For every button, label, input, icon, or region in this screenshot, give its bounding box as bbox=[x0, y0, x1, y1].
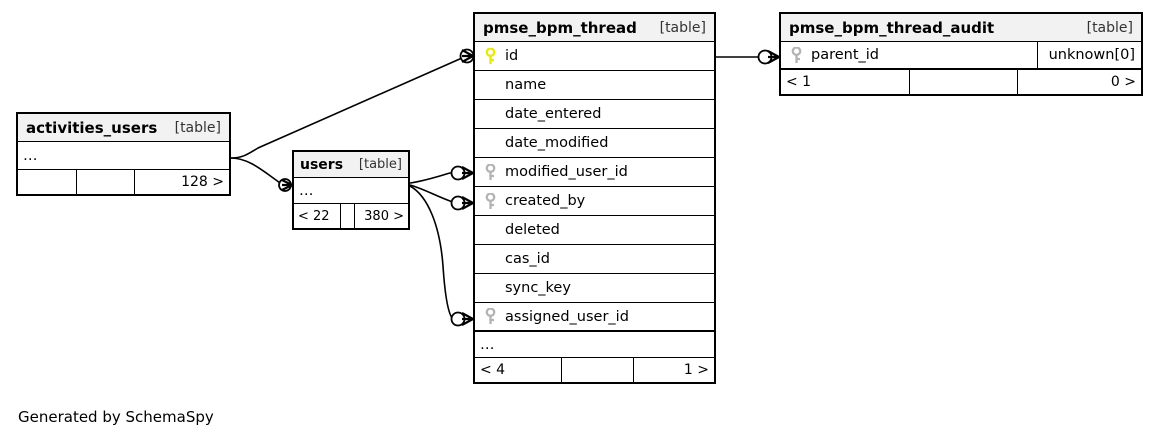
edge-crowfoot bbox=[767, 50, 780, 64]
generated-by-caption: Generated by SchemaSpy bbox=[18, 408, 214, 426]
footer-incoming-count: < 22 bbox=[298, 208, 330, 224]
edge-activities_users-to-users bbox=[230, 157, 281, 184]
table-footer: < 1 0 > bbox=[781, 70, 1141, 94]
edge-endpoint-circle bbox=[450, 195, 466, 211]
footer-middle bbox=[909, 70, 1017, 94]
edge-crowfoot bbox=[281, 179, 293, 191]
column-name: sync_key bbox=[505, 280, 571, 296]
edge-endpoint-circle bbox=[278, 178, 292, 192]
column-row-created_by[interactable]: created_by bbox=[475, 187, 714, 216]
column-row-assigned_user_id[interactable]: assigned_user_id bbox=[475, 303, 714, 332]
more-columns-indicator: … bbox=[294, 178, 408, 204]
footer-outgoing-count: 380 > bbox=[354, 204, 408, 228]
column-name: assigned_user_id bbox=[505, 308, 629, 325]
more-columns-indicator: … bbox=[475, 332, 714, 358]
footer-incoming-count: < 1 bbox=[786, 74, 812, 90]
footer-middle bbox=[340, 204, 354, 228]
column-row-date_modified[interactable]: date_modified bbox=[475, 129, 714, 158]
column-name: date_entered bbox=[505, 106, 602, 122]
footer-outgoing-count: 128 > bbox=[134, 170, 229, 194]
column-row-cas_id[interactable]: cas_id bbox=[475, 245, 714, 274]
primary-key-icon bbox=[475, 47, 505, 65]
edge-crowfoot bbox=[461, 196, 474, 210]
edge-crowfoot bbox=[461, 312, 474, 326]
edge-endpoint-circle bbox=[757, 49, 773, 65]
column-row-name[interactable]: name bbox=[475, 71, 714, 100]
footer-incoming-count: < 4 bbox=[480, 362, 506, 378]
footer-outgoing-count: 0 > bbox=[1017, 70, 1141, 94]
foreign-key-icon bbox=[475, 192, 505, 210]
table-footer: 128 > bbox=[18, 170, 229, 194]
column-name: cas_id bbox=[505, 251, 550, 267]
table-kind-label: [table] bbox=[1086, 19, 1133, 36]
footer-incoming-count bbox=[18, 170, 76, 194]
column-name: date_modified bbox=[505, 135, 609, 151]
column-row-sync_key[interactable]: sync_key bbox=[475, 274, 714, 303]
foreign-key-icon bbox=[475, 308, 505, 325]
table-activities_users[interactable]: activities_users [table] … 128 > bbox=[16, 112, 231, 196]
table-footer: < 22 380 > bbox=[294, 204, 408, 228]
column-row-id[interactable]: id bbox=[475, 42, 714, 71]
table-title: pmse_bpm_thread bbox=[483, 18, 637, 37]
footer-middle bbox=[561, 358, 633, 382]
column-name: modified_user_id bbox=[505, 164, 628, 180]
column-row-deleted[interactable]: deleted bbox=[475, 216, 714, 245]
column-row-parent_id[interactable]: parent_id unknown[0] bbox=[781, 42, 1141, 70]
table-pmse_bpm_thread[interactable]: pmse_bpm_thread [table] id name date_ent… bbox=[473, 12, 716, 384]
table-footer: < 4 1 > bbox=[475, 358, 714, 382]
table-title: pmse_bpm_thread_audit bbox=[789, 18, 995, 37]
foreign-key-icon bbox=[475, 163, 505, 181]
column-row-modified_user_id[interactable]: modified_user_id bbox=[475, 158, 714, 187]
edge-endpoint-circle bbox=[450, 311, 466, 327]
table-title: users bbox=[300, 156, 344, 173]
table-header: users [table] bbox=[294, 152, 408, 178]
table-header: pmse_bpm_thread [table] bbox=[475, 14, 714, 42]
edge-users-to-assigned_user_id bbox=[409, 185, 453, 319]
edge-users-to-modified_user_id bbox=[409, 172, 452, 184]
column-name: name bbox=[505, 77, 547, 93]
edge-endpoint-circle bbox=[459, 48, 475, 64]
table-header: activities_users [table] bbox=[18, 114, 229, 142]
table-title: activities_users bbox=[26, 118, 158, 137]
foreign-key-icon bbox=[781, 46, 811, 64]
table-header: pmse_bpm_thread_audit [table] bbox=[781, 14, 1141, 42]
table-pmse_bpm_thread_audit[interactable]: pmse_bpm_thread_audit [table] parent_id … bbox=[779, 12, 1143, 96]
column-name: parent_id bbox=[811, 47, 880, 63]
column-name: created_by bbox=[505, 193, 586, 209]
footer-outgoing-count: 1 > bbox=[633, 358, 714, 382]
column-name: id bbox=[505, 48, 519, 64]
edge-crowfoot bbox=[461, 49, 474, 63]
table-kind-label: [table] bbox=[659, 19, 706, 36]
table-kind-label: [table] bbox=[358, 157, 402, 172]
column-type: unknown[0] bbox=[1037, 42, 1141, 68]
more-columns-indicator: … bbox=[18, 142, 229, 170]
footer-middle bbox=[76, 170, 134, 194]
table-kind-label: [table] bbox=[174, 119, 221, 136]
edge-crowfoot bbox=[461, 166, 474, 180]
table-users[interactable]: users [table] … < 22 380 > bbox=[292, 150, 410, 230]
column-row-date_entered[interactable]: date_entered bbox=[475, 100, 714, 129]
edge-activities_users-to-pmse_bpm_thread-id bbox=[230, 57, 463, 159]
edge-users-to-created_by bbox=[409, 184, 453, 203]
edge-endpoint-circle bbox=[450, 165, 466, 181]
column-name: deleted bbox=[505, 222, 560, 238]
